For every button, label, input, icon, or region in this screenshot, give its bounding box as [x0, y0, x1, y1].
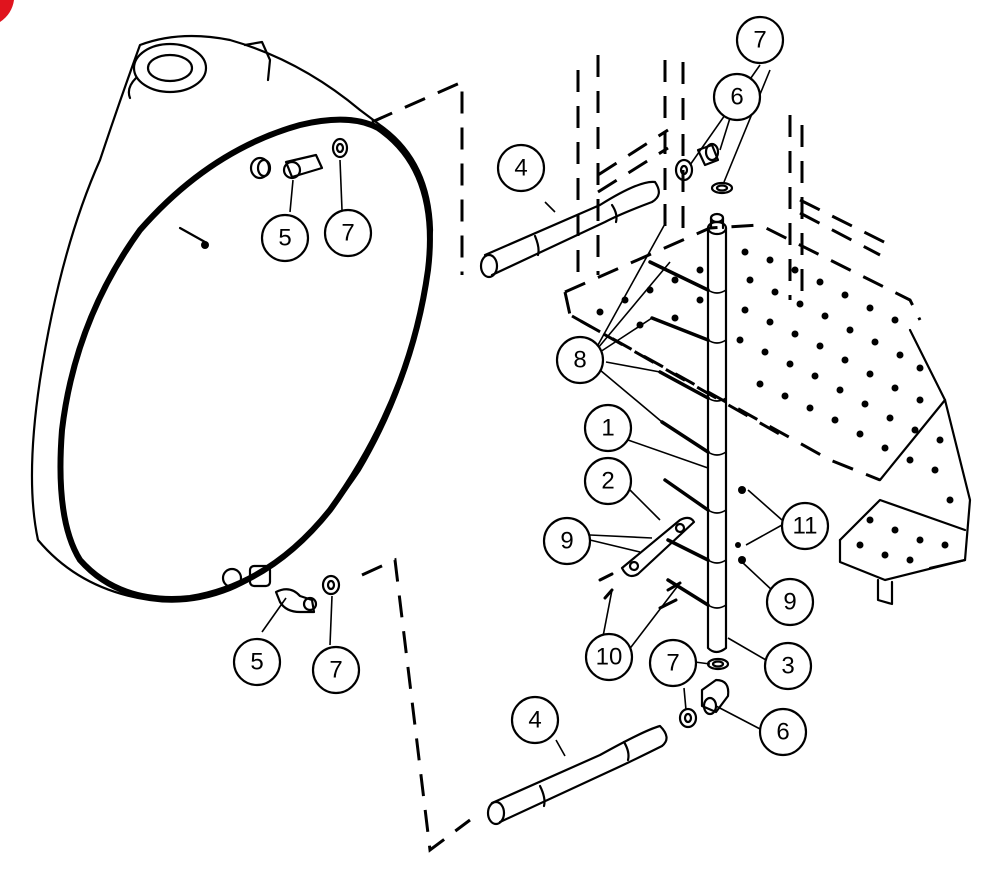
callout-6-lower: 6 — [758, 707, 808, 757]
callout-4-lower: 4 — [510, 695, 560, 745]
callout-9-left: 9 — [542, 516, 592, 566]
bracket — [620, 516, 696, 578]
callout-label: 5 — [278, 225, 291, 252]
callout-8: 8 — [555, 335, 605, 385]
callout-5-upper: 5 — [260, 213, 310, 263]
callout-label: 1 — [601, 415, 614, 442]
top-pipe-fittings — [674, 142, 734, 195]
callout-2: 2 — [583, 456, 633, 506]
lower-tank-fittings — [274, 574, 341, 614]
tank — [30, 34, 434, 603]
callout-1: 1 — [583, 403, 633, 453]
callout-label: 6 — [776, 719, 789, 746]
lower-hose — [486, 724, 668, 826]
callout-label: 7 — [329, 657, 342, 684]
callout-7-bottom: 7 — [648, 638, 698, 688]
callout-label: 9 — [560, 528, 573, 555]
standpipe — [706, 212, 728, 654]
callout-9-right: 9 — [765, 577, 815, 627]
callout-7-top: 7 — [735, 15, 785, 65]
callout-3: 3 — [763, 641, 813, 691]
dashed-guides — [361, 79, 471, 853]
callout-label: 11 — [793, 513, 818, 540]
callout-10: 10 — [584, 632, 634, 682]
callout-label: 7 — [753, 27, 766, 54]
callout-label: 7 — [666, 650, 679, 677]
callout-6-upper: 6 — [712, 72, 762, 122]
callout-label: 7 — [341, 220, 354, 247]
callout-7-tank-upper: 7 — [323, 208, 373, 258]
clamp-bolts — [648, 260, 710, 607]
platform — [563, 223, 972, 606]
rails — [576, 55, 891, 300]
callout-label: 6 — [730, 84, 743, 111]
upper-tank-fittings — [249, 137, 349, 180]
callout-4-upper: 4 — [496, 143, 546, 193]
callout-label: 5 — [250, 649, 263, 676]
callout-7-tank-lower: 7 — [311, 645, 361, 695]
callout-label: 10 — [596, 644, 623, 671]
corner-badge — [0, 0, 14, 22]
callout-label: 8 — [573, 347, 586, 374]
callout-5-lower: 5 — [232, 637, 282, 687]
callout-label: 2 — [601, 468, 614, 495]
upper-hose — [479, 180, 660, 279]
perforation-holes — [596, 248, 954, 564]
callout-label: 9 — [783, 589, 796, 616]
callout-label: 3 — [781, 653, 794, 680]
callout-label: 4 — [528, 707, 541, 734]
callout-label: 4 — [514, 155, 527, 182]
callout-11: 11 — [780, 501, 830, 551]
